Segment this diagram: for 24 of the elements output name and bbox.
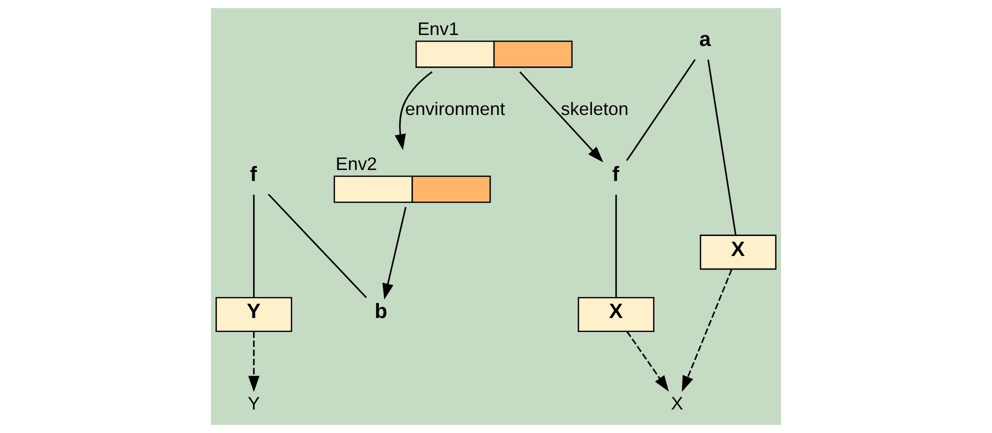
- connector: [626, 59, 696, 161]
- connector: [268, 194, 367, 298]
- node-text: Y: [248, 394, 260, 414]
- node-box: Y: [216, 297, 292, 332]
- connector: [253, 194, 255, 298]
- node-text: f: [250, 163, 257, 186]
- node-box: X: [578, 297, 654, 332]
- arrow: [248, 332, 260, 392]
- node-text: b: [374, 300, 388, 324]
- node-text: X: [671, 394, 684, 414]
- connector: [615, 194, 617, 298]
- node-label: Env2: [336, 154, 378, 174]
- node-text: f: [612, 163, 620, 186]
- arrow: [394, 71, 433, 150]
- node-text: a: [699, 28, 711, 52]
- arrow: [519, 71, 604, 162]
- node-label: Env1: [417, 18, 459, 39]
- connector: [707, 60, 736, 236]
- arrow: [682, 269, 732, 392]
- arrow: [626, 331, 669, 392]
- edge-label: skeleton: [560, 98, 628, 119]
- node-box: X: [700, 234, 776, 270]
- arrow: [382, 206, 406, 300]
- edge-label: environment: [405, 98, 506, 119]
